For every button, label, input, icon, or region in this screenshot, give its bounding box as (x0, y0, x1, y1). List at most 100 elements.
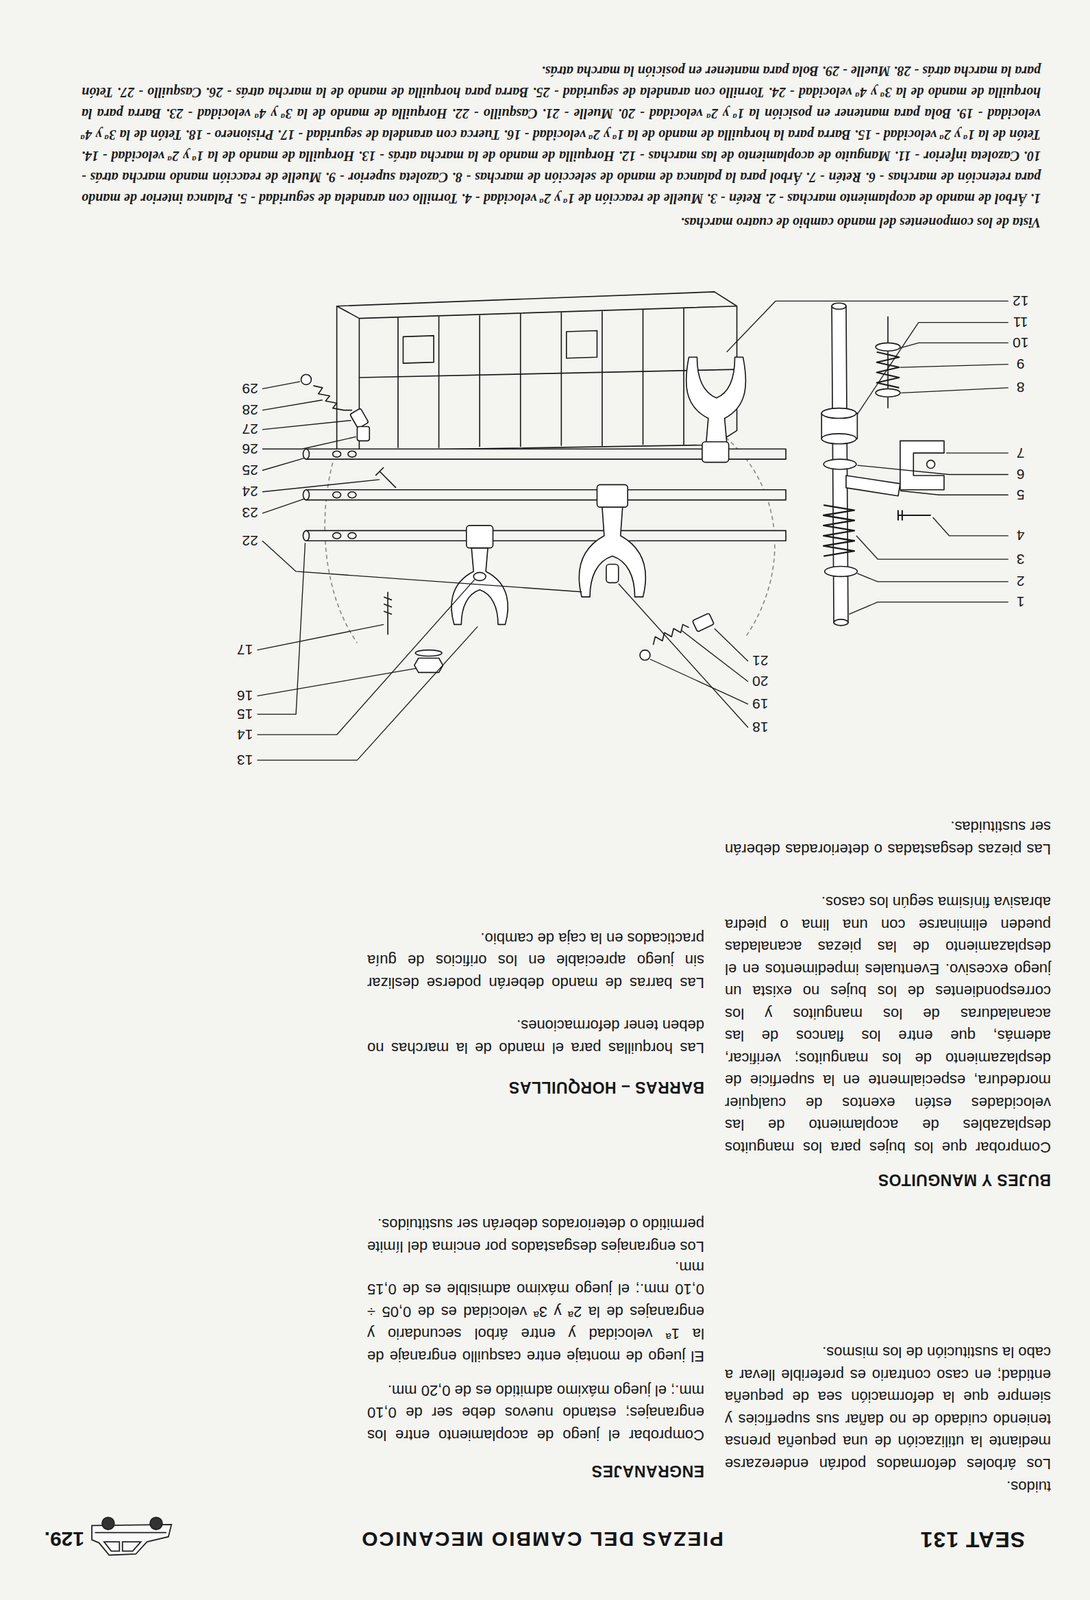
selector-shaft (875, 388, 901, 397)
body-text: Los árboles deformados podrán enderezars… (724, 1340, 1051, 1475)
leader-line (946, 452, 1009, 454)
shift-rods (332, 532, 342, 539)
callout-number: 28 (241, 402, 258, 418)
leader-line (262, 420, 352, 430)
shift-rods (332, 450, 342, 457)
shift-forks (702, 441, 729, 463)
leader-line (262, 458, 305, 471)
leader-line (714, 628, 749, 662)
selector-shaft (831, 302, 847, 309)
section-heading: BARRAS – HORQUILLAS (508, 1077, 705, 1097)
leader-line (256, 624, 384, 650)
car-logo (91, 1516, 172, 1555)
car-logo (104, 1541, 142, 1551)
callout-number: 24 (241, 483, 258, 499)
page-number: 129. (44, 1527, 85, 1551)
gearbox-housing (358, 369, 737, 378)
leader-line (256, 300, 1008, 760)
leader-line (618, 583, 749, 728)
callout-number: 4 (1016, 527, 1025, 543)
section-heading: BUJES Y MANGUITOS (877, 1170, 1051, 1189)
selector-shaft (821, 302, 945, 626)
shift-forks (596, 484, 628, 507)
callout-number: 22 (241, 533, 258, 549)
selector-shaft (821, 433, 857, 444)
shift-rods (332, 491, 342, 499)
leader-line (256, 542, 305, 714)
body-text: El juego de montaje entre casquillo engr… (367, 1255, 705, 1368)
body-text: Las horquillas para el mando de la march… (367, 1013, 705, 1059)
detent-parts (375, 467, 396, 488)
leader-line (933, 517, 1009, 536)
leader-line (857, 322, 1008, 415)
shift-rods (348, 532, 357, 539)
callout-number: 15 (237, 706, 253, 722)
leader-line (856, 535, 1009, 560)
shift-rods (348, 450, 357, 457)
leader-line (900, 490, 1009, 495)
selector-shaft (833, 619, 849, 626)
callout-number: 10 (1012, 335, 1029, 351)
shift-rods (306, 489, 786, 501)
body-text: Las barras de mando deberán poderse desl… (367, 926, 705, 995)
leader-line (857, 465, 1008, 475)
leader-line (857, 573, 1008, 582)
car-logo (102, 1516, 115, 1530)
figure-caption: Vista de los componentes del mando cambi… (81, 211, 1041, 233)
callout-number: 29 (241, 380, 258, 396)
leader-line (262, 540, 582, 592)
gearbox-housing (402, 330, 597, 364)
detent-parts (300, 374, 714, 673)
callout-number: 26 (241, 441, 258, 457)
detent-parts (356, 426, 370, 441)
detent-parts (300, 374, 312, 386)
illustration (256, 291, 1008, 761)
leader-line (256, 579, 475, 735)
callout-number: 16 (237, 687, 253, 703)
shift-forks (606, 564, 619, 584)
selector-shaft (900, 440, 945, 490)
leader-line (650, 659, 749, 705)
callout-number: 19 (752, 696, 769, 712)
callout-number: 6 (1016, 466, 1025, 482)
callout-number: 12 (1012, 293, 1029, 309)
gearbox-housing (324, 448, 357, 643)
selector-shaft (823, 459, 857, 470)
gearbox-housing (337, 306, 738, 449)
selector-shaft (823, 504, 855, 556)
section-heading: ENGRANAJES (591, 1461, 705, 1480)
callout-number: 3 (1016, 551, 1025, 567)
selector-shaft (821, 408, 857, 419)
gearbox-housing (324, 291, 775, 643)
callout-number: 8 (1016, 379, 1025, 395)
header-text: SEAT 131 (920, 1526, 1025, 1552)
gearbox-housing (398, 308, 684, 449)
leader-line (726, 300, 1009, 352)
car-logo (95, 1531, 167, 1534)
selector-shaft (846, 475, 901, 497)
detent-parts (313, 385, 353, 411)
shift-forks (686, 356, 747, 442)
callout-number: 13 (237, 752, 253, 768)
leader-line (681, 630, 749, 681)
callout-number: 17 (237, 641, 253, 658)
shift-forks (473, 572, 486, 581)
callout-number: 27 (241, 421, 258, 437)
callout-number: 2 (1016, 573, 1025, 589)
leader-line (262, 381, 301, 389)
detent-parts (691, 613, 714, 633)
shift-rods (306, 530, 786, 541)
body-text: Comprobar que los bujes para los manguit… (724, 890, 1051, 1158)
selector-shaft (926, 460, 936, 469)
selector-shaft (824, 565, 858, 577)
shift-rods (348, 491, 357, 499)
callout-number: 1 (1016, 593, 1025, 610)
callout-number: 14 (237, 726, 253, 742)
car-logo (150, 1516, 163, 1530)
shift-rods (302, 489, 309, 501)
leader-line (262, 479, 380, 492)
leader-line (900, 364, 1009, 368)
leader-line (262, 498, 305, 514)
leader-line (900, 342, 1009, 348)
